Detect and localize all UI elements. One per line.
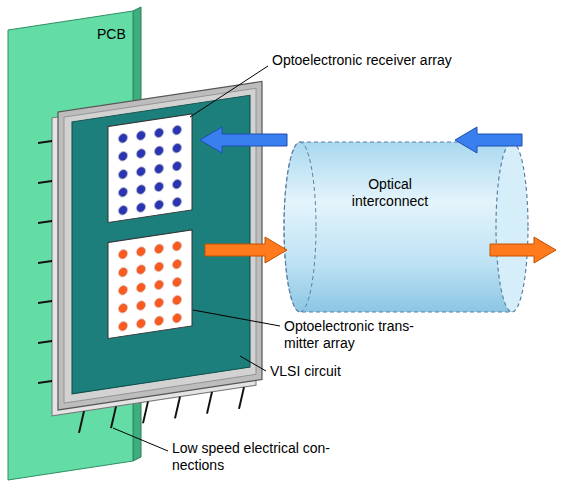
transmitter-dots bbox=[114, 236, 186, 337]
receiver-dots bbox=[114, 120, 186, 221]
pin bbox=[38, 261, 52, 263]
output-arrow bbox=[490, 237, 556, 263]
optical-interconnect-outline bbox=[282, 140, 534, 316]
pin bbox=[79, 411, 84, 433]
pin bbox=[239, 387, 244, 409]
node-text: Optical interconnect bbox=[340, 176, 440, 210]
bottom-pins bbox=[79, 387, 244, 433]
callout-label-box: Optoelectronic trans- mitter array bbox=[284, 318, 434, 352]
pin bbox=[38, 141, 52, 143]
callout-label: Optoelectronic receiver array bbox=[272, 52, 482, 69]
callout-label-box: Optoelectronic receiver array bbox=[272, 52, 482, 69]
cylinder-far-end bbox=[284, 142, 316, 312]
input-arrow bbox=[455, 127, 522, 153]
leader-line bbox=[190, 66, 268, 117]
pin bbox=[175, 397, 180, 419]
pin bbox=[38, 221, 52, 223]
callout-label: Low speed electrical con- nections bbox=[172, 440, 347, 474]
side-pins bbox=[38, 141, 52, 383]
pin bbox=[207, 392, 212, 414]
pin bbox=[143, 402, 148, 424]
pin bbox=[38, 341, 52, 343]
leader-lines bbox=[113, 66, 280, 451]
pin bbox=[38, 301, 52, 303]
receiver-array bbox=[108, 114, 192, 223]
pin bbox=[38, 181, 52, 183]
pin bbox=[38, 381, 52, 383]
leader-line bbox=[240, 356, 266, 371]
pin bbox=[111, 406, 116, 428]
leader-line bbox=[113, 428, 168, 451]
callout-label-box: VLSI circuit bbox=[270, 363, 390, 380]
callout-label-box: Low speed electrical con- nections bbox=[172, 440, 347, 474]
node-text: PCB bbox=[97, 26, 141, 43]
callout-label: VLSI circuit bbox=[270, 363, 390, 380]
input-arrow bbox=[200, 127, 287, 153]
cylinder-near-end bbox=[496, 142, 528, 312]
leader-line bbox=[193, 310, 280, 326]
callout-label: Optoelectronic trans- mitter array bbox=[284, 318, 434, 352]
cylinder-body bbox=[284, 142, 512, 312]
transmitter-array bbox=[108, 230, 192, 339]
optical-interconnect: Optical interconnect bbox=[282, 140, 534, 316]
output-arrow bbox=[205, 237, 287, 263]
